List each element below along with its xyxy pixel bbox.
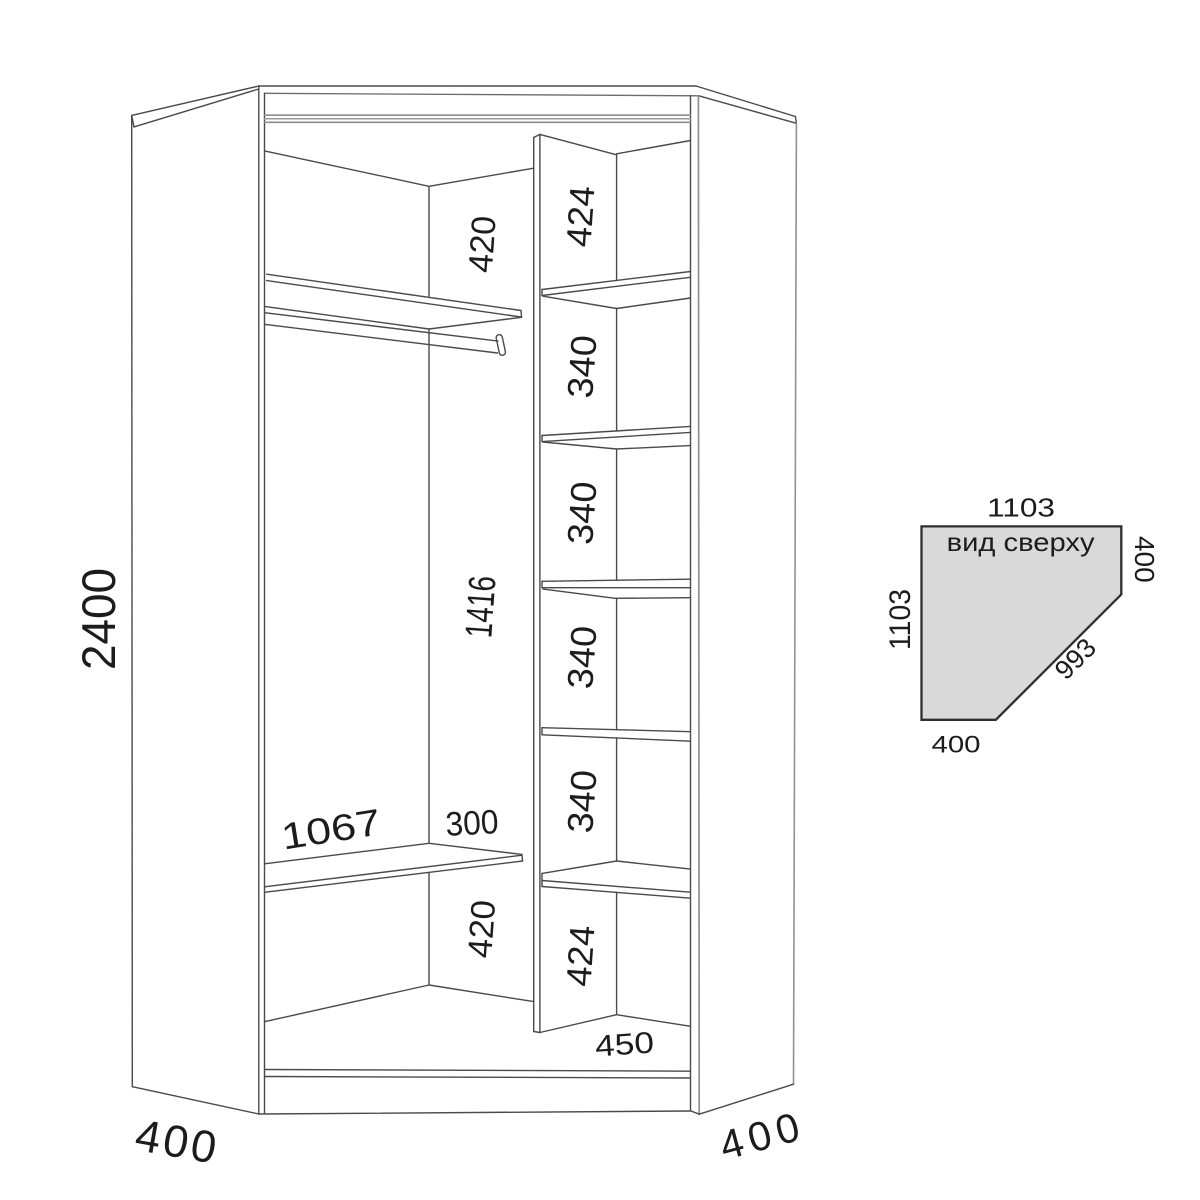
svg-text:1103: 1103: [987, 493, 1055, 523]
svg-text:вид сверху: вид сверху: [947, 527, 1095, 557]
svg-text:420: 420: [462, 215, 504, 274]
svg-text:300: 300: [445, 803, 500, 844]
svg-text:1416: 1416: [458, 575, 504, 640]
svg-text:450: 450: [594, 1026, 655, 1063]
svg-text:340: 340: [559, 480, 604, 546]
svg-text:2400: 2400: [72, 568, 125, 670]
svg-text:420: 420: [461, 899, 503, 960]
svg-text:400: 400: [932, 732, 981, 759]
svg-text:424: 424: [559, 924, 602, 988]
svg-text:1103: 1103: [884, 589, 917, 650]
svg-text:424: 424: [559, 185, 602, 249]
svg-text:340: 340: [559, 769, 604, 835]
svg-text:400: 400: [1129, 536, 1160, 583]
svg-text:340: 340: [559, 334, 604, 400]
svg-text:340: 340: [559, 624, 604, 690]
